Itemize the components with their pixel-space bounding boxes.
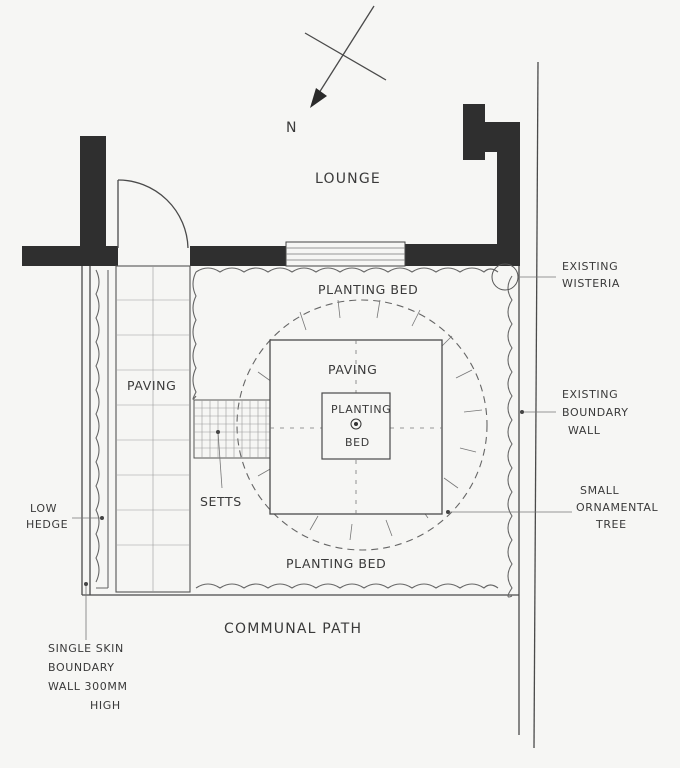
hedge-label-2: HEDGE: [26, 518, 68, 531]
setts-area: [193, 399, 271, 459]
wall-label-3: WALL 300MM: [48, 680, 128, 693]
house-walls: [22, 104, 520, 266]
wisteria-label-1: EXISTING: [562, 260, 618, 273]
annotation-leaders: [72, 276, 572, 640]
setts-label: SETTS: [200, 494, 242, 509]
lounge-window: [285, 241, 406, 267]
planting-bed-outline: [192, 267, 513, 598]
door-swing: [117, 179, 189, 249]
wall-label-2: BOUNDARY: [48, 661, 115, 674]
communal-path-label: COMMUNAL PATH: [224, 621, 362, 637]
planting-bed-bottom-label: PLANTING BED: [286, 556, 386, 571]
boundary-label-1: EXISTING: [562, 388, 618, 401]
wall-label-1: SINGLE SKIN: [48, 642, 124, 655]
north-arrow: [304, 5, 387, 108]
planting-center-label-2: BED: [345, 436, 370, 449]
low-hedge: [95, 269, 109, 589]
hedge-label-1: LOW: [30, 502, 57, 515]
central-paving: [269, 339, 443, 515]
paving-side-label: PAVING: [127, 378, 176, 393]
paving-center-label: PAVING: [328, 362, 377, 377]
wisteria-icon: [491, 263, 519, 291]
wall-label-4: HIGH: [90, 699, 121, 712]
planting-bed-top-label: PLANTING BED: [318, 282, 418, 297]
wisteria-label-2: WISTERIA: [562, 277, 620, 290]
boundary-label-3: WALL: [568, 424, 601, 437]
tree-label-2: ORNAMENTAL: [576, 501, 659, 514]
north-label: N: [286, 120, 298, 136]
boundary-label-2: BOUNDARY: [562, 406, 629, 419]
planting-center-label-1: PLANTING: [331, 403, 391, 416]
tree-label-3: TREE: [595, 518, 627, 531]
ornamental-tree-icon: [350, 418, 362, 430]
boundary-walls: [81, 61, 539, 749]
lounge-label: LOUNGE: [315, 171, 381, 187]
tree-label-1: SMALL: [580, 484, 620, 497]
side-paving: [115, 265, 191, 593]
